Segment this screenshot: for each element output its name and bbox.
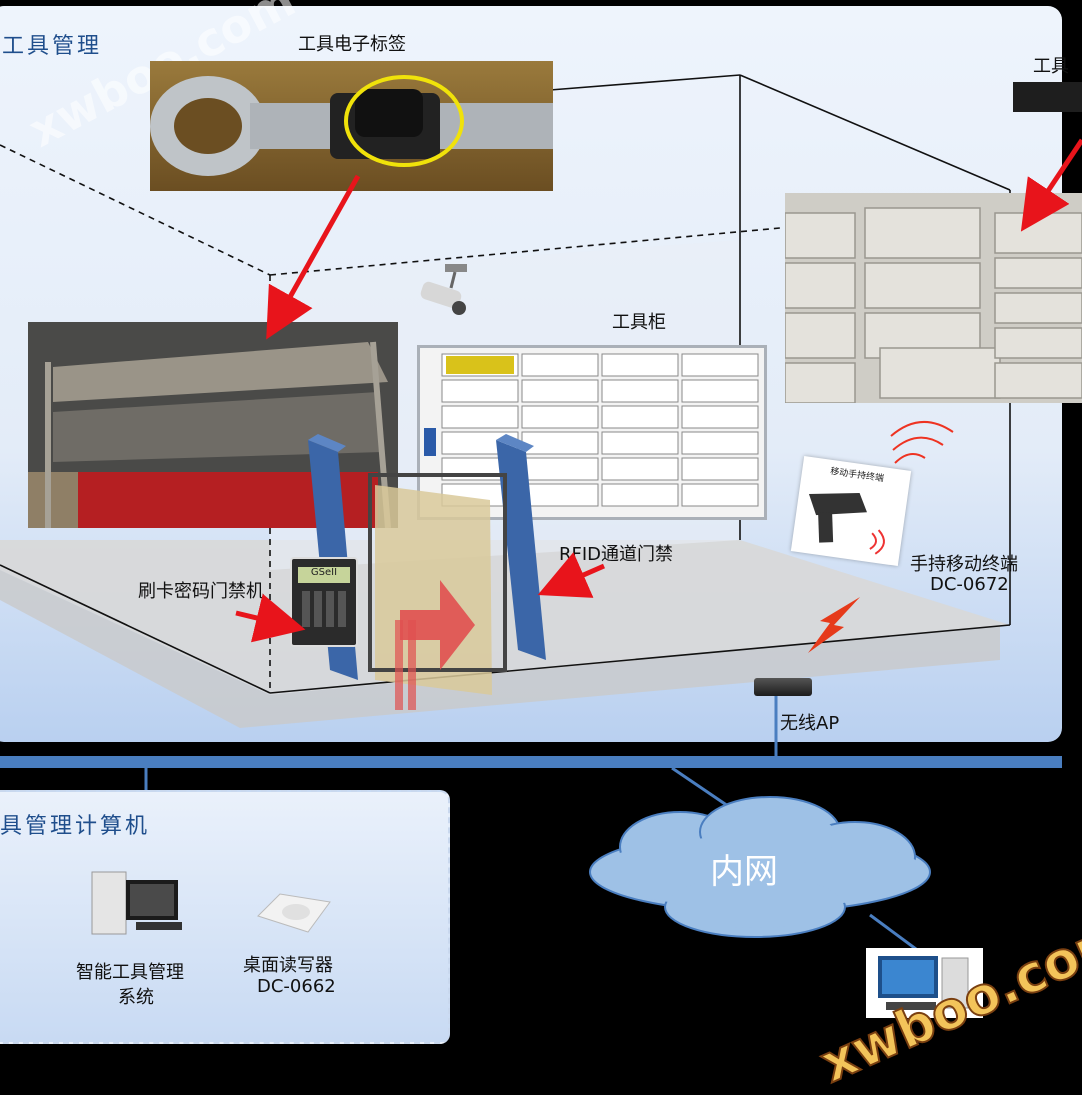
top-right-label: 工具 bbox=[1033, 56, 1069, 77]
tool-cabinet bbox=[417, 345, 767, 520]
gate-pillar-right bbox=[496, 440, 546, 660]
desktop-reader-icon bbox=[257, 893, 331, 933]
tool-room-title: 工具管理 bbox=[2, 34, 103, 59]
entry-arrow bbox=[400, 580, 475, 670]
tool-shelf-photo bbox=[28, 322, 398, 528]
reader-screen: GSeII bbox=[298, 567, 350, 583]
arrow-to-gate bbox=[537, 552, 606, 598]
network-bus bbox=[0, 756, 1062, 768]
floor-front bbox=[0, 570, 1000, 728]
system-label-2: 系统 bbox=[118, 987, 154, 1008]
top-right-device bbox=[1013, 82, 1082, 112]
gate-door bbox=[375, 485, 492, 695]
wireless-ap-device bbox=[754, 678, 812, 696]
handheld-card: 移动手持终端 bbox=[790, 455, 912, 567]
arrow-tag-to-shelf bbox=[266, 174, 361, 340]
remote-computer bbox=[866, 948, 983, 1018]
wireless-ap-label: 无线AP bbox=[780, 713, 840, 734]
computer-room-panel bbox=[0, 790, 450, 1044]
drawer-cabinet-photo bbox=[785, 193, 1082, 403]
intranet-cloud bbox=[589, 796, 931, 938]
system-label-1: 智能工具管理 bbox=[76, 962, 184, 983]
card-reader-label: 刷卡密码门禁机 bbox=[138, 581, 264, 602]
wrench-photo bbox=[150, 61, 553, 191]
handheld-label-2: DC-0672 bbox=[930, 574, 1009, 595]
desktop-reader-label-1: 桌面读写器 bbox=[243, 955, 333, 976]
camera-icon bbox=[420, 264, 467, 315]
signal-waves-icon bbox=[890, 420, 954, 464]
arrow-to-card-reader bbox=[235, 593, 306, 643]
handheld-label-1: 手持移动终端 bbox=[910, 554, 1018, 575]
computer-room-title: 具管理计算机 bbox=[0, 814, 151, 839]
desktop-reader-label-2: DC-0662 bbox=[257, 976, 336, 997]
rfid-tag-label: 工具电子标签 bbox=[298, 34, 406, 55]
wireless-signal-icon bbox=[808, 597, 860, 653]
arrow-to-drawer bbox=[1020, 138, 1082, 232]
tool-cabinet-label: 工具柜 bbox=[612, 312, 666, 333]
intranet-label: 内网 bbox=[710, 852, 778, 892]
desktop-computer-icon bbox=[91, 871, 182, 935]
